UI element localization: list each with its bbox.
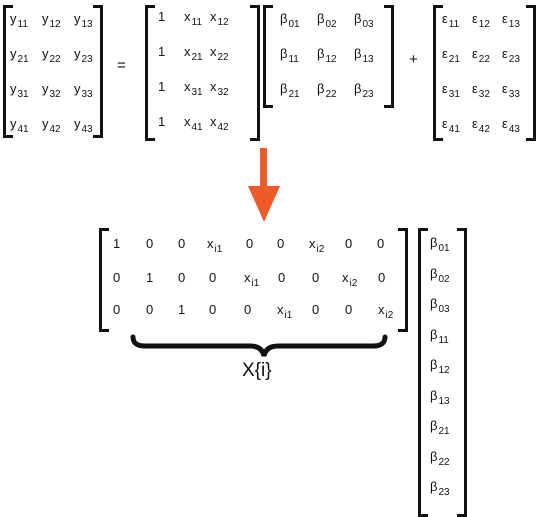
x-matrix-cell: 1 <box>158 44 166 59</box>
beta-vector-cell: β12 <box>430 357 450 377</box>
x-matrix-cell: 1 <box>158 79 166 94</box>
xi-matrix-cell: 0 <box>178 236 186 251</box>
xi-matrix-right-bracket <box>398 228 408 332</box>
beta-matrix-cell: β13 <box>354 46 374 66</box>
beta-matrix-cell: β21 <box>280 81 300 101</box>
epsilon-matrix-left-bracket <box>433 5 443 141</box>
xi-matrix-cell: 0 <box>378 270 386 285</box>
epsilon-matrix-cell: ε33 <box>502 81 520 101</box>
xi-matrix-cell: 0 <box>244 302 252 317</box>
xi-matrix-cell: 0 <box>278 270 286 285</box>
y-matrix-cell: y21 <box>10 46 29 66</box>
xi-matrix-cell: 0 <box>312 270 320 285</box>
x-matrix-cell: x41 <box>184 114 203 134</box>
beta-matrix-left-bracket <box>263 5 273 108</box>
beta-vector-cell: β11 <box>430 326 449 346</box>
beta-vector-cell: β02 <box>430 265 450 285</box>
epsilon-matrix-cell: ε43 <box>502 116 520 136</box>
x-matrix-cell: x22 <box>210 44 229 64</box>
xi-matrix-cell: 1 <box>113 236 121 251</box>
y-matrix-cell: y13 <box>74 11 93 31</box>
epsilon-matrix-cell: ε32 <box>472 81 490 101</box>
xi-matrix-cell: 0 <box>113 270 121 285</box>
beta-matrix-right-bracket <box>384 5 394 108</box>
y-matrix-right-bracket <box>93 5 103 138</box>
x-matrix-cell: x11 <box>184 9 202 29</box>
y-matrix-cell: y22 <box>42 46 61 66</box>
xi-matrix-cell: 0 <box>312 302 320 317</box>
y-matrix-cell: y23 <box>74 46 93 66</box>
xi-matrix-cell: 0 <box>345 302 353 317</box>
x-matrix-cell: x31 <box>184 79 203 99</box>
y-matrix-cell: y43 <box>74 116 93 136</box>
y-matrix-cell: y12 <box>42 11 61 31</box>
curly-brace <box>130 334 388 357</box>
xi-matrix-cell: 0 <box>277 236 285 251</box>
xi-matrix-cell: 0 <box>246 236 254 251</box>
xi-matrix-cell: 1 <box>146 270 154 285</box>
xi-matrix-cell: 0 <box>146 302 154 317</box>
xi-matrix-cell: 0 <box>178 270 186 285</box>
beta-vector-cell: β01 <box>430 235 450 255</box>
y-matrix-cell: y32 <box>42 81 61 101</box>
y-matrix-cell: y11 <box>10 11 28 31</box>
beta-matrix-cell: β22 <box>317 81 337 101</box>
epsilon-matrix-cell: ε13 <box>502 11 520 31</box>
beta-matrix-cell: β12 <box>317 46 337 66</box>
xi-matrix-cell: xi1 <box>277 302 293 322</box>
beta-vector-cell: β23 <box>430 479 450 499</box>
equals-sign: = <box>117 57 126 74</box>
y-matrix-cell: y31 <box>10 81 29 101</box>
xi-matrix-cell: 0 <box>377 236 385 251</box>
x-matrix-right-bracket <box>250 5 260 141</box>
xi-matrix-cell: 0 <box>113 302 121 317</box>
x-matrix-left-bracket <box>145 5 155 141</box>
beta-matrix-cell: β03 <box>354 11 374 31</box>
xi-matrix-left-bracket <box>99 228 109 332</box>
y-matrix-left-bracket <box>3 5 13 138</box>
y-matrix-cell: y42 <box>42 116 61 136</box>
xi-matrix-cell: 0 <box>209 270 217 285</box>
x-matrix-cell: x21 <box>184 44 203 64</box>
epsilon-matrix-cell: ε41 <box>442 116 460 136</box>
epsilon-matrix-cell: ε12 <box>472 11 490 31</box>
beta-matrix-cell: β01 <box>280 11 300 31</box>
beta-matrix-cell: β23 <box>354 81 374 101</box>
xi-matrix-cell: xi2 <box>342 270 358 290</box>
beta-vector-cell: β03 <box>430 296 450 316</box>
xi-matrix-cell: xi1 <box>244 270 260 290</box>
epsilon-matrix-right-bracket <box>526 5 536 141</box>
xi-matrix-cell: 0 <box>345 236 353 251</box>
epsilon-matrix-cell: ε11 <box>442 11 460 31</box>
beta-matrix-cell: β02 <box>317 11 337 31</box>
epsilon-matrix-cell: ε22 <box>472 46 490 66</box>
xi-label: X{i} <box>242 360 272 381</box>
beta-matrix-cell: β11 <box>280 46 299 66</box>
epsilon-matrix-cell: ε21 <box>442 46 460 66</box>
epsilon-matrix-cell: ε31 <box>442 81 460 101</box>
down-arrow-icon <box>248 148 280 222</box>
x-matrix-cell: 1 <box>158 114 166 129</box>
xi-matrix-cell: 0 <box>146 236 154 251</box>
beta-vector-cell: β22 <box>430 448 450 468</box>
xi-matrix-cell: 1 <box>178 302 186 317</box>
xi-matrix-cell: xi2 <box>309 236 325 256</box>
xi-matrix-cell: 0 <box>209 302 217 317</box>
xi-matrix-cell: xi1 <box>207 236 223 256</box>
y-matrix-cell: y41 <box>10 116 29 136</box>
epsilon-matrix-cell: ε42 <box>472 116 490 136</box>
plus-sign: + <box>409 51 418 68</box>
beta-vector-cell: β21 <box>430 418 450 438</box>
x-matrix-cell: x42 <box>210 114 229 134</box>
x-matrix-cell: 1 <box>158 9 166 24</box>
x-matrix-cell: x32 <box>210 79 229 99</box>
xi-matrix-cell: xi2 <box>378 302 394 322</box>
epsilon-matrix-cell: ε23 <box>502 46 520 66</box>
x-matrix-cell: x12 <box>210 9 229 29</box>
y-matrix-cell: y33 <box>74 81 93 101</box>
beta-vector-cell: β13 <box>430 387 450 407</box>
